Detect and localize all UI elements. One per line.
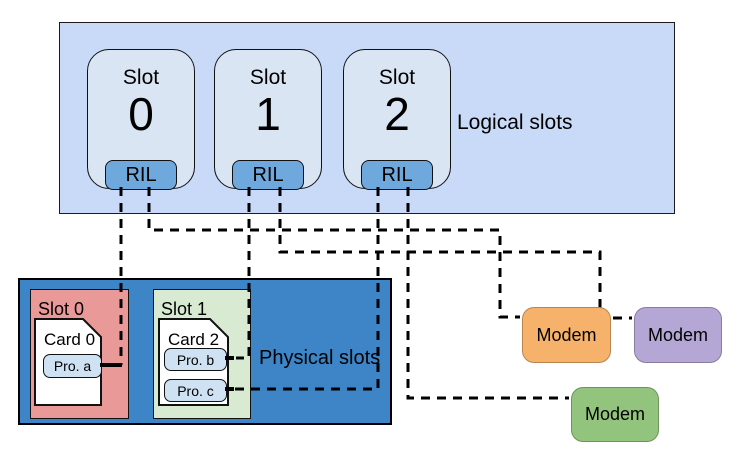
ril-box-2: RIL (361, 160, 433, 190)
ril-box-1: RIL (232, 160, 304, 190)
modem-2: Modem (634, 307, 722, 363)
card-0-label: Card 0 (44, 330, 96, 349)
ril-label-2: RIL (381, 163, 413, 186)
profile-b-box: Pro. b (164, 348, 227, 371)
modem-3: Modem (571, 387, 659, 442)
modem-1-label: Modem (536, 324, 597, 345)
profile-c-box: Pro. c (164, 379, 227, 402)
logical-slot-1-word: Slot (249, 66, 287, 89)
logical-slot-0-number: 0 (128, 88, 154, 141)
physical-slot-0-label: Slot 0 (38, 299, 85, 319)
modem-3-label: Modem (584, 404, 646, 424)
connector-ril2-to-modem-3 (406, 187, 569, 400)
profile-c-label: Pro. c (177, 382, 214, 399)
profile-a-label: Pro. a (53, 358, 92, 374)
ril-label-1: RIL (252, 163, 284, 186)
logical-slot-0-word: Slot (122, 66, 160, 89)
logical-slots-label: Logical slots (457, 111, 573, 134)
logical-slot-1: Slot 1 RIL (214, 49, 322, 190)
logical-slot-2-word: Slot (378, 66, 416, 89)
ril-label-0: RIL (125, 163, 157, 186)
physical-slot-1-label: Slot 1 (161, 299, 208, 319)
logical-slot-2: Slot 2 RIL (343, 49, 451, 190)
profile-b-label: Pro. b (176, 351, 215, 368)
logical-slot-1-number: 1 (255, 88, 281, 141)
ril-box-0: RIL (105, 160, 177, 190)
modem-2-label: Modem (647, 324, 709, 345)
physical-slots-label: Physical slots (259, 347, 381, 369)
card-2-label: Card 2 (168, 330, 220, 349)
modem-1: Modem (522, 307, 611, 363)
logical-slot-2-number: 2 (384, 88, 410, 141)
logical-slot-0: Slot 0 RIL (87, 49, 195, 190)
profile-a-box: Pro. a (43, 354, 102, 378)
